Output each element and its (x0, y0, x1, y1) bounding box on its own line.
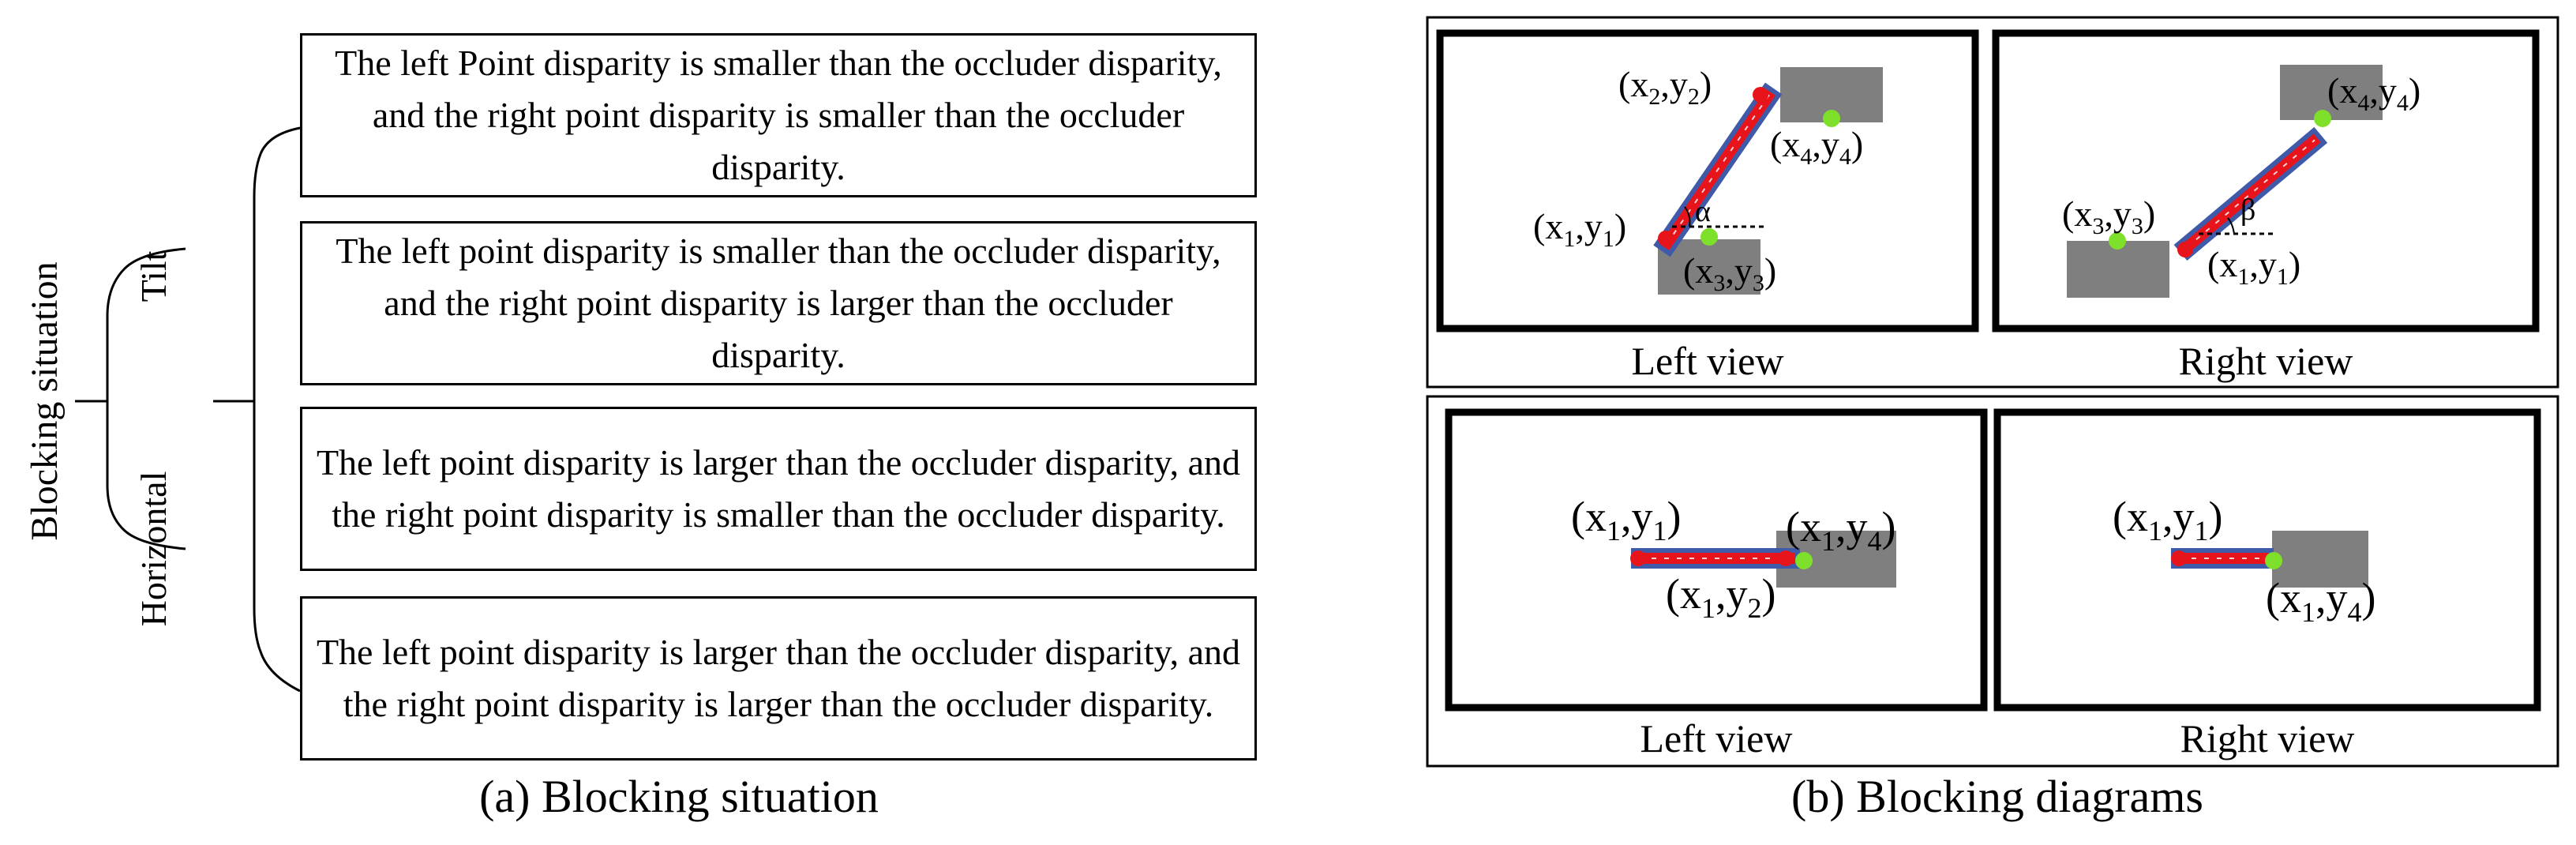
horizontal-line-segment (1631, 548, 1800, 569)
tilt-left-view-frame (1436, 29, 1979, 332)
label-x1-y4: (x1,y4) (1786, 503, 1895, 557)
branch-tilt: Tilt (133, 250, 174, 302)
label-x1-y1: (x1,y1) (2113, 493, 2222, 546)
angle-arc (1684, 206, 1691, 227)
horizontal-right-view-frame (1993, 408, 2541, 712)
label-x1-y1: (x1,y1) (1533, 206, 1626, 252)
horizontal-left-view-frame (1445, 408, 1988, 712)
angle-alpha-label: α (1695, 195, 1711, 228)
case-box-1: The left Point disparity is smaller than… (300, 33, 1257, 197)
occlusion-point (1795, 552, 1813, 569)
caption-a: (a) Blocking situation (479, 771, 879, 822)
tilt-right-view-frame (1992, 29, 2540, 332)
occlusion-point (2314, 110, 2331, 127)
tilted-line-segment (2173, 126, 2328, 261)
label-x1-y2: (x1,y2) (1666, 570, 1775, 624)
endpoint-marker (1753, 87, 1768, 103)
root-label: Blocking situation (24, 261, 66, 540)
label-x3-y3: (x3,y3) (1683, 250, 1776, 296)
tilt-right-view: β (x4,y4) (x3,y3) (x1,y1) (2062, 65, 2420, 298)
occluder-block (2067, 241, 2169, 298)
label-x2-y2: (x2,y2) (1618, 64, 1712, 110)
branch-horizontal: Horizontal (133, 471, 174, 627)
label-x1-y1: (x1,y1) (1571, 493, 1681, 546)
endpoint-marker (1658, 231, 1674, 246)
angle-arc (2227, 217, 2235, 235)
occlusion-point (2109, 232, 2126, 250)
case-text-3: The left point disparity is larger than … (316, 442, 1241, 535)
case-text-4: The left point disparity is larger than … (316, 632, 1241, 724)
endpoint-marker (1778, 550, 1794, 566)
caption-b: (b) Blocking diagrams (1791, 771, 2203, 822)
case-box-3: The left point disparity is larger than … (300, 407, 1257, 571)
endpoint-marker (1630, 550, 1646, 566)
angle-beta-label: β (2240, 193, 2255, 227)
case-box-4: The left point disparity is larger than … (300, 596, 1257, 760)
case-text-1: The left Point disparity is smaller than… (335, 43, 1222, 187)
horizontal-right-view: (x1,y1) (x1,y4) (2113, 493, 2375, 628)
horizontal-line-segment (2171, 548, 2274, 569)
label-x4-y4: (x4,y4) (2327, 70, 2420, 116)
tilt-diagram-frame (1426, 16, 2559, 389)
tilt-right-view-label: Right view (2179, 339, 2353, 383)
occluder-block (2272, 531, 2368, 588)
occlusion-point (1700, 228, 1718, 246)
horizontal-left-view: (x1,y1) (x1,y4) (x1,y2) (1571, 493, 1896, 624)
tilt-left-view: α (x2,y2) (x4,y4) (x1,y1) (x3,y3) (1533, 64, 1883, 296)
occlusion-point (2265, 552, 2282, 569)
horizontal-diagram-frame (1426, 395, 2559, 768)
label-x1-y1: (x1,y1) (2207, 244, 2300, 290)
case-text-2: The left point disparity is smaller than… (336, 231, 1221, 375)
endpoint-marker (2171, 550, 2187, 566)
horizontal-right-view-label: Right view (2180, 716, 2355, 760)
label-x3-y3: (x3,y3) (2062, 193, 2155, 239)
tilt-left-view-label: Left view (1632, 339, 1784, 383)
case-box-2: The left point disparity is smaller than… (300, 221, 1257, 385)
label-x4-y4: (x4,y4) (1770, 124, 1863, 170)
tilted-line-segment (1653, 82, 1783, 257)
occlusion-point (1823, 110, 1840, 127)
horizontal-left-view-label: Left view (1640, 716, 1793, 760)
occluder-block (2280, 65, 2383, 120)
tree-connectors (75, 126, 301, 693)
endpoint-marker (2177, 242, 2193, 257)
